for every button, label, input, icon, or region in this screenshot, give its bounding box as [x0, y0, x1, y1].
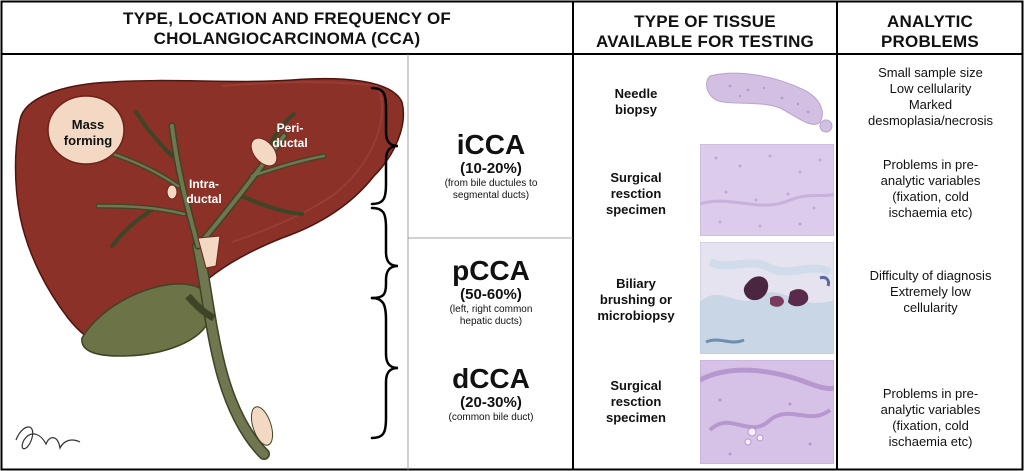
type-name: iCCA: [456, 129, 526, 160]
tissue-line: specimen: [606, 410, 666, 425]
header-line: TYPE OF TISSUE: [634, 12, 776, 31]
brace-pcca: [370, 206, 399, 300]
tissue-line: specimen: [606, 202, 666, 217]
problem-line: Difficulty of diagnosis: [869, 268, 992, 283]
header-line: CHOLANGIOCARCINOMA (CCA): [153, 29, 421, 48]
cell-cluster: [743, 276, 769, 301]
type-name: dCCA: [452, 363, 530, 394]
label-line: Intra-: [189, 177, 219, 191]
problems-resection-icca: Problems in pre- analytic variables (fix…: [840, 157, 1021, 221]
problem-line: (fixation, cold: [892, 189, 969, 204]
type-frequency: (20-30%): [460, 394, 522, 411]
problem-line: ischaemia etc): [888, 434, 973, 449]
tissue-line: resction: [610, 186, 662, 201]
label-mass-forming: Mass forming: [56, 117, 120, 149]
header-line: ANALYTIC: [887, 12, 973, 31]
tissue-line: Surgical: [610, 170, 662, 185]
tissue-surgical-dcca: Surgical resction specimen: [580, 378, 692, 426]
label-line: ductal: [186, 192, 222, 206]
label-line: Peri-: [276, 121, 304, 135]
type-location: hepatic ducts): [459, 316, 523, 327]
tissue-line: microbiopsy: [597, 308, 675, 323]
periductal-tumor: [250, 137, 278, 167]
label-line: ductal: [272, 136, 308, 150]
label-intraductal: Intra- ductal: [176, 177, 232, 207]
problem-line: analytic variables: [880, 173, 981, 188]
histology-needle-biopsy: [706, 72, 833, 133]
problems-biliary-brushing: Difficulty of diagnosis Extremely low ce…: [840, 268, 1021, 316]
perihilar-tumor: [197, 235, 221, 269]
header-line: TYPE, LOCATION AND FREQUENCY OF: [123, 9, 451, 28]
histology-biliary-brushing: [700, 242, 834, 354]
tissue-surgical-icca: Surgical resction specimen: [580, 170, 692, 218]
type-location: (left, right common: [449, 304, 533, 315]
label-line: forming: [63, 133, 113, 148]
tissue-line: Surgical: [610, 378, 662, 393]
type-icca: iCCA (10-20%) (from bile ductules to seg…: [410, 130, 572, 202]
header-type-location: TYPE, LOCATION AND FREQUENCY OF CHOLANGI…: [4, 9, 570, 49]
region-braces: [370, 86, 399, 440]
problems-resection-dcca: Problems in pre- analytic variables (fix…: [840, 386, 1021, 450]
tissue-line: brushing or: [599, 292, 673, 307]
header-line: PROBLEMS: [881, 32, 979, 51]
type-pcca: pCCA (50-60%) (left, right common hepati…: [410, 256, 572, 328]
problem-line: Problems in pre-: [882, 386, 979, 401]
histology-resection-icca: [700, 144, 834, 236]
problem-line: Marked: [908, 97, 953, 112]
tissue-needle-biopsy: Needle biopsy: [580, 86, 692, 118]
tissue-line: Needle: [614, 86, 658, 101]
type-frequency: (50-60%): [460, 286, 522, 303]
type-name: pCCA: [452, 255, 530, 286]
type-location: (from bile ductules to: [444, 178, 538, 189]
histology-resection-dcca: [700, 360, 834, 464]
problem-line: desmoplasia/necrosis: [867, 113, 993, 128]
type-location: segmental ducts): [452, 190, 530, 201]
brace-icca: [370, 86, 399, 206]
problems-needle-biopsy: Small sample size Low cellularity Marked…: [840, 65, 1021, 129]
problem-line: Small sample size: [878, 65, 983, 80]
tissue-biliary-brushing: Biliary brushing or microbiopsy: [580, 276, 692, 324]
header-line: AVAILABLE FOR TESTING: [596, 32, 814, 51]
tissue-line: Biliary: [616, 276, 656, 291]
intraductal-tumor: [166, 184, 178, 200]
problem-line: Low cellularity: [889, 81, 972, 96]
artist-signature: [15, 426, 81, 450]
label-periductal: Peri- ductal: [262, 121, 318, 151]
header-problems: ANALYTIC PROBLEMS: [840, 12, 1020, 52]
problem-line: Extremely low: [890, 284, 971, 299]
label-line: Mass: [71, 117, 105, 132]
tissue-line: biopsy: [615, 102, 657, 117]
mass-forming-tumor: [47, 95, 125, 165]
type-location: (common bile duct): [448, 412, 534, 423]
problem-line: (fixation, cold: [892, 418, 969, 433]
problem-line: ischaemia etc): [888, 205, 973, 220]
problem-line: analytic variables: [880, 402, 981, 417]
brace-dcca: [370, 296, 399, 440]
problem-line: Problems in pre-: [882, 157, 979, 172]
header-tissue: TYPE OF TISSUE AVAILABLE FOR TESTING: [576, 12, 834, 52]
problem-line: cellularity: [903, 300, 958, 315]
tissue-line: resction: [610, 394, 662, 409]
liver-illustration: [14, 77, 405, 460]
type-frequency: (10-20%): [460, 160, 522, 177]
type-dcca: dCCA (20-30%) (common bile duct): [410, 364, 572, 424]
distal-tumor: [250, 406, 274, 446]
